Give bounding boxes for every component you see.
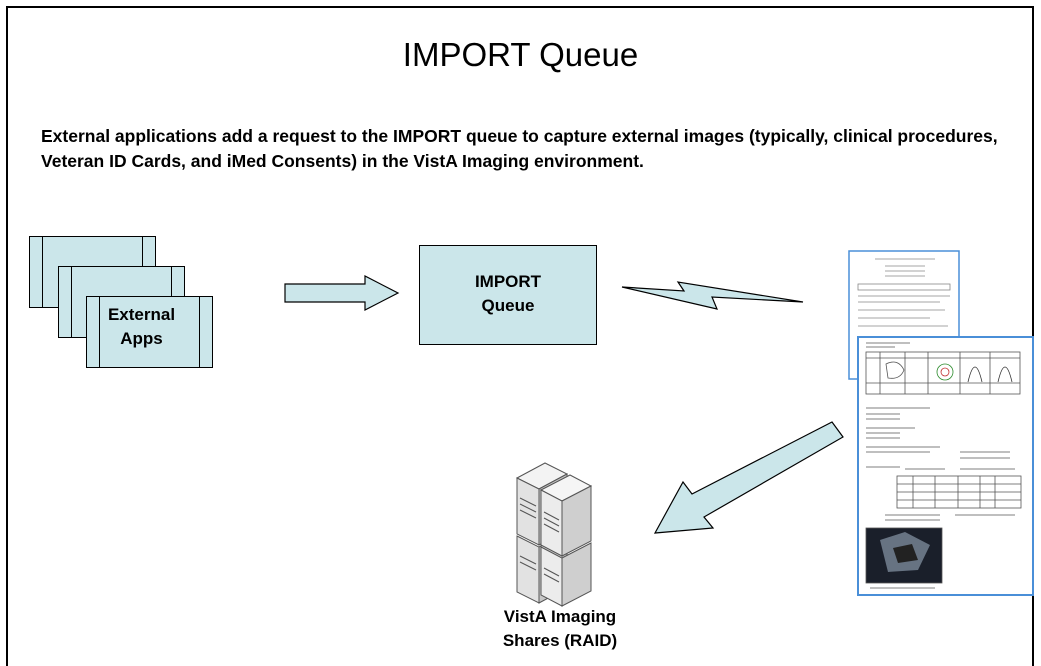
raid-shares-label-line1: VistA Imaging [503,607,617,626]
import-queue-label-line2: Queue [481,296,535,315]
import-queue-label: IMPORT Queue [419,270,597,318]
document-stack-icon [848,250,1034,596]
raid-shares-label: VistA Imaging Shares (RAID) [455,605,665,653]
arrow-apps-to-queue [284,275,400,311]
raid-shares-label-line2: Shares (RAID) [502,631,618,650]
external-app-box-front [86,296,213,368]
slide-description: External applications add a request to t… [41,126,998,171]
external-apps-label: External Apps [90,303,193,351]
arrow-documents-to-raid [653,421,844,534]
external-apps-label-line2: Apps [120,329,163,348]
lightning-arrow-queue-to-documents [621,281,804,310]
server-raid-icon [515,462,593,607]
slide-title: IMPORT Queue [402,36,639,73]
import-queue-label-line1: IMPORT [474,272,542,291]
import-queue-box [419,245,597,345]
external-apps-label-line1: External [107,305,176,324]
